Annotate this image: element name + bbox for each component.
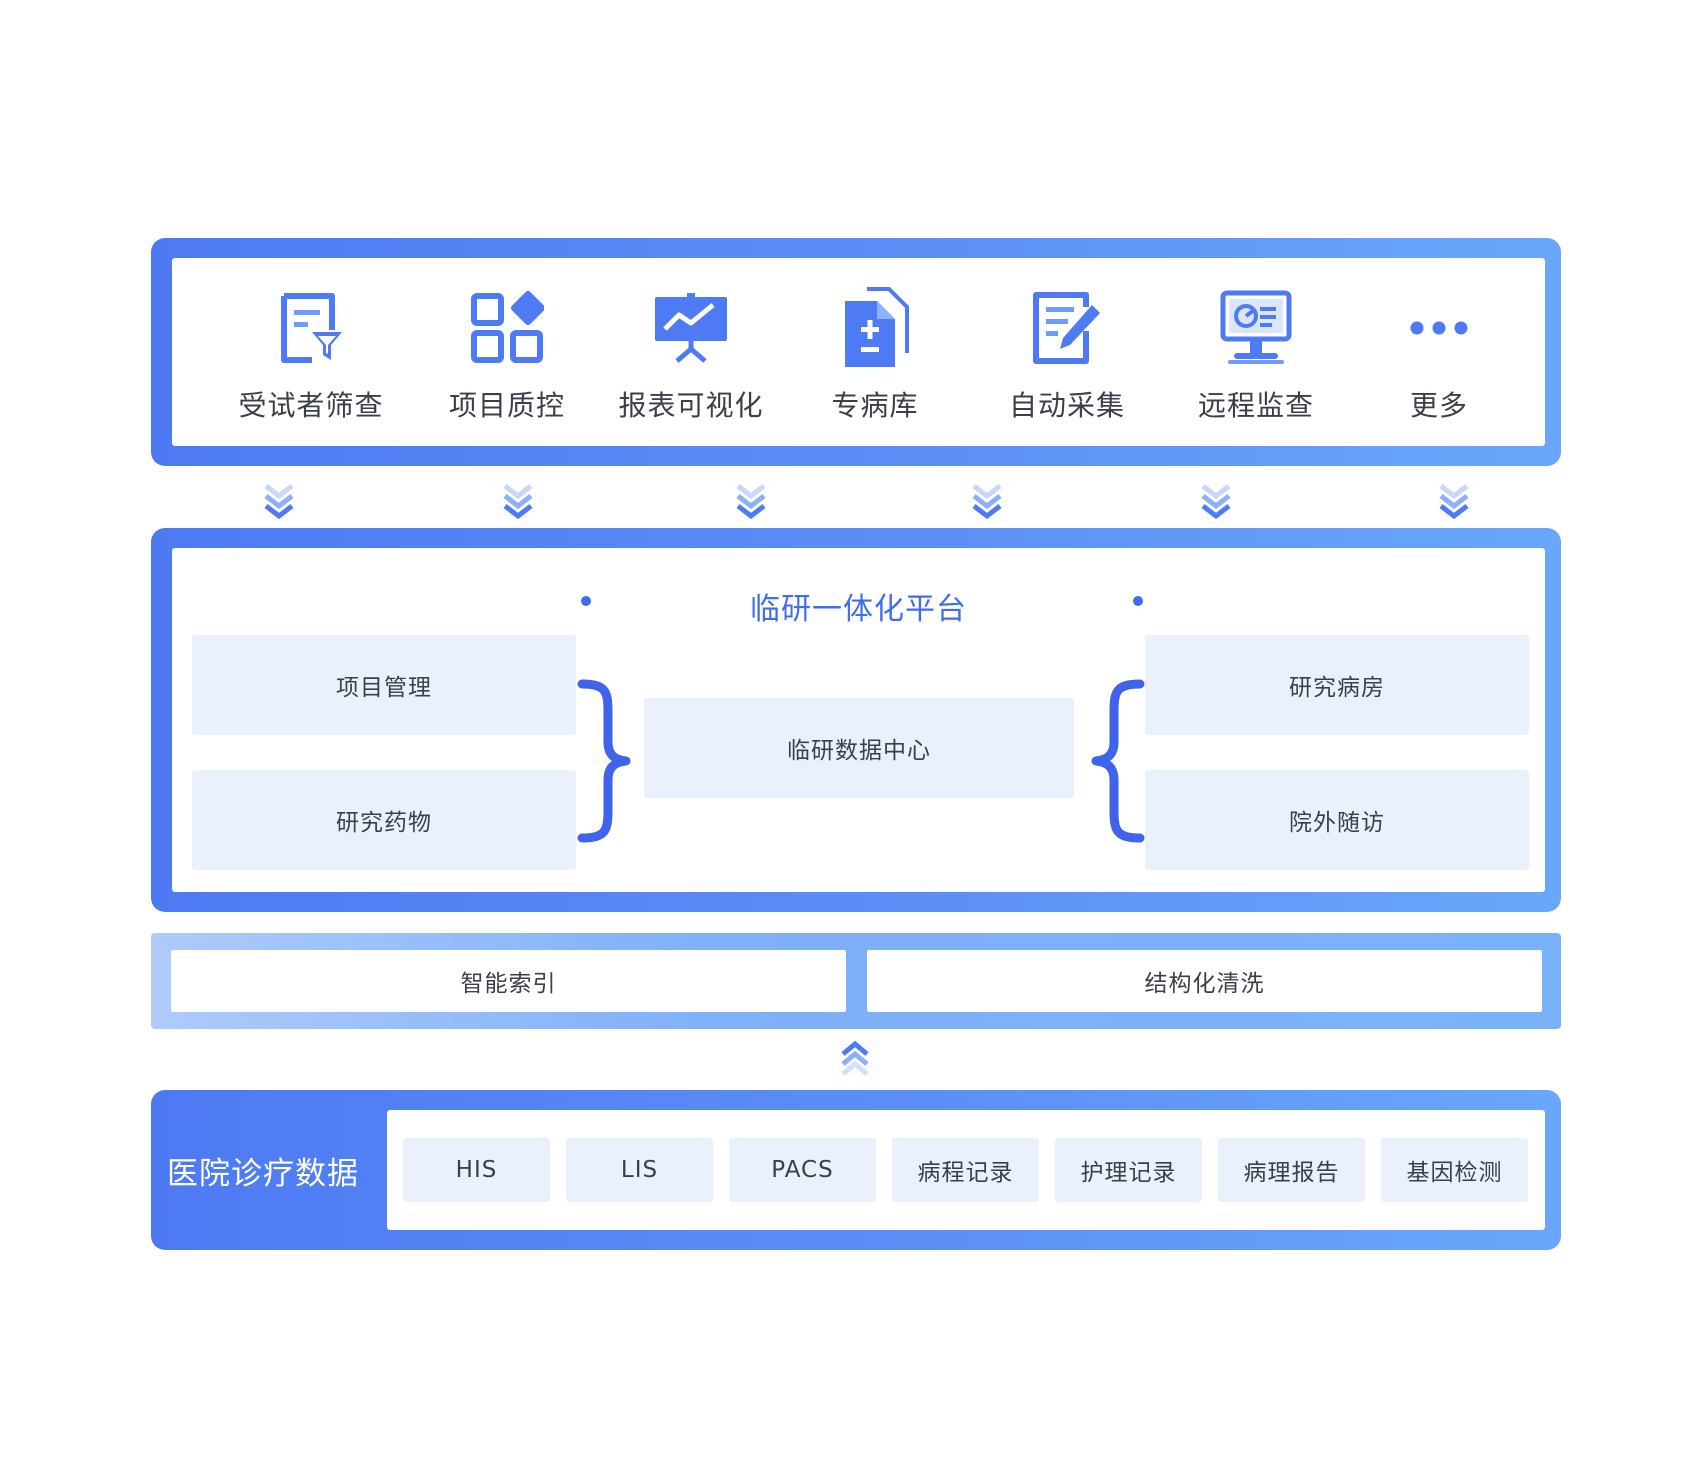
source-his[interactable]: HIS [403, 1138, 550, 1202]
app-label: 项目质控 [448, 389, 565, 422]
source-lis[interactable]: LIS [566, 1138, 713, 1202]
app-label: 受试者筛查 [238, 389, 384, 422]
chevron-down-icon [736, 484, 766, 520]
app-project-qc[interactable]: 项目质控 [412, 258, 602, 446]
structured-cleaning[interactable]: 结构化清洗 [867, 950, 1542, 1012]
data-sources-panel: HIS LIS PACS 病程记录 护理记录 病理报告 基因检测 [387, 1110, 1545, 1230]
platform-title: 临研一体化平台 [750, 592, 967, 627]
chevron-down-icon [1201, 484, 1231, 520]
app-label: 更多 [1409, 389, 1468, 422]
source-pathology-reports[interactable]: 病理报告 [1218, 1138, 1365, 1202]
application-panel: 受试者筛查 项目质控 [172, 258, 1545, 446]
module-project-management[interactable]: 项目管理 [192, 635, 576, 735]
chevron-down-icon [503, 484, 533, 520]
source-pacs[interactable]: PACS [729, 1138, 876, 1202]
smart-index[interactable]: 智能索引 [171, 950, 846, 1012]
more-dots-icon [1399, 288, 1479, 368]
app-auto-collection[interactable]: 自动采集 [972, 258, 1162, 446]
module-research-ward[interactable]: 研究病房 [1145, 635, 1529, 735]
title-decoration-right [978, 596, 1143, 606]
app-more[interactable]: 更多 [1344, 258, 1534, 446]
brace-left-icon [1091, 679, 1145, 843]
source-genetic-testing[interactable]: 基因检测 [1381, 1138, 1528, 1202]
filter-form-icon [271, 288, 351, 368]
clinical-data-center[interactable]: 临研数据中心 [644, 698, 1074, 798]
chevron-down-icon [972, 484, 1002, 520]
chevron-down-icon [264, 484, 294, 520]
chevron-up-icon [841, 1040, 869, 1076]
source-progress-notes[interactable]: 病程记录 [892, 1138, 1039, 1202]
app-report-visualization[interactable]: 报表可视化 [596, 258, 786, 446]
processing-band: 智能索引 结构化清洗 [151, 933, 1561, 1029]
module-outpatient-followup[interactable]: 院外随访 [1145, 770, 1529, 870]
app-label: 远程监查 [1197, 389, 1314, 422]
application-band: 受试者筛查 项目质控 [151, 238, 1561, 466]
hospital-data-band: 医院诊疗数据 HIS LIS PACS 病程记录 护理记录 病理报告 基因检测 [151, 1090, 1561, 1250]
chevron-down-icon [1439, 484, 1469, 520]
app-disease-database[interactable]: 专病库 [780, 258, 970, 446]
monitor-icon [1216, 288, 1296, 368]
app-label: 报表可视化 [618, 389, 764, 422]
app-label: 专病库 [831, 389, 919, 422]
grid-apps-icon [467, 288, 547, 368]
source-nursing-records[interactable]: 护理记录 [1055, 1138, 1202, 1202]
app-label: 自动采集 [1008, 389, 1125, 422]
chart-board-icon [651, 288, 731, 368]
hospital-data-label: 医院诊疗数据 [167, 1155, 359, 1192]
platform-band: 临研一体化平台 项目管理 研究药物 临研数据中心 研究病房 院外随访 [151, 528, 1561, 912]
medical-file-icon [835, 287, 915, 368]
brace-right-icon [577, 679, 631, 843]
platform-panel: 临研一体化平台 项目管理 研究药物 临研数据中心 研究病房 院外随访 [172, 548, 1545, 892]
title-decoration-left [581, 596, 746, 606]
app-subject-screening[interactable]: 受试者筛查 [216, 258, 406, 446]
app-remote-monitoring[interactable]: 远程监查 [1161, 258, 1351, 446]
module-research-drugs[interactable]: 研究药物 [192, 770, 576, 870]
edit-form-icon [1027, 288, 1107, 368]
